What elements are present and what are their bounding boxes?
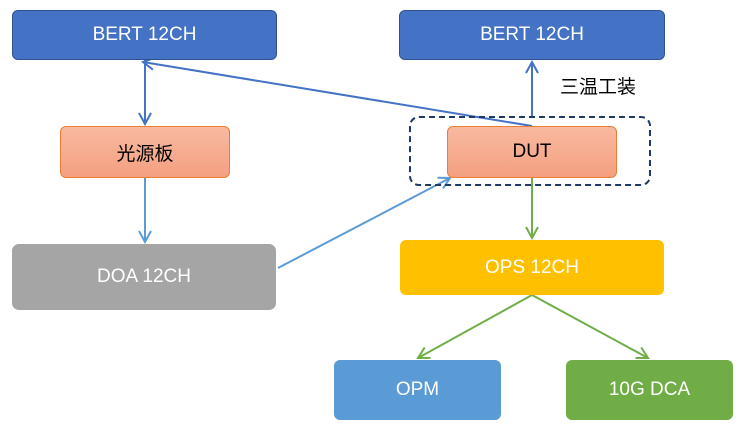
bert-right-node: BERT 12CH [399,10,665,60]
arrow-ops-to-opm [418,294,533,358]
light-source-board-label: 光源板 [116,143,174,165]
arrow-ops-to-dca [531,294,648,358]
dut-node: DUT [447,126,617,178]
dca-node: 10G DCA [566,360,733,420]
bert-left-label: BERT 12CH [92,24,197,45]
bert-right-label: BERT 12CH [480,24,584,45]
ops-label: OPS 12CH [485,256,579,278]
ops-node: OPS 12CH [400,240,664,295]
arrow-dut-to-bert-left [143,62,533,127]
group-label: 三温工装 [560,77,637,98]
opm-label: OPM [395,379,440,400]
arrow-doa-to-dut [277,178,450,269]
dca-label: 10G DCA [608,379,691,400]
dut-label: DUT [512,141,552,162]
doa-node: DOA 12CH [12,244,276,310]
three-temperature-fixture-group [409,116,651,186]
doa-label: DOA 12CH [97,266,191,287]
opm-node: OPM [334,360,501,420]
bert-left-node: BERT 12CH [12,10,277,60]
light-source-board-node: 光源板 [60,126,230,178]
